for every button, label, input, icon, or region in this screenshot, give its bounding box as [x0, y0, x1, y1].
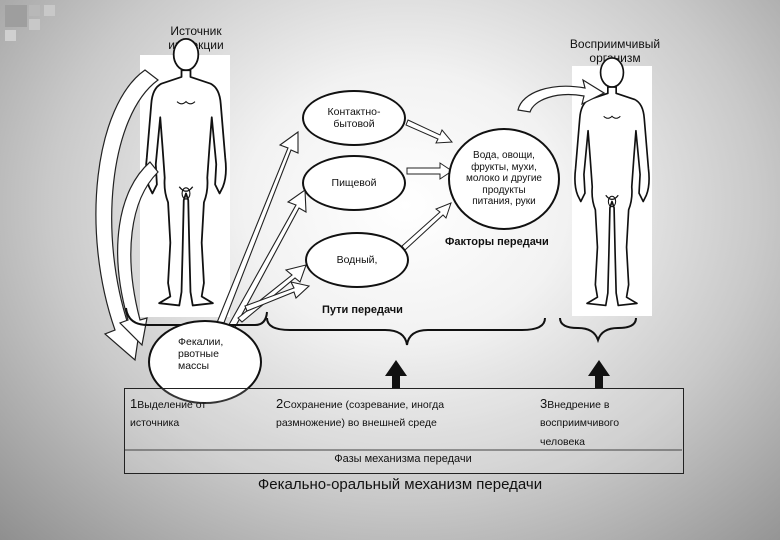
- main-title: Фекально-оральный механизм передачи: [257, 476, 543, 493]
- corner-square-4: [29, 19, 40, 30]
- brace-routes-icon: [266, 317, 546, 346]
- route-water: Водный,: [305, 232, 409, 288]
- route-water-label: Водный,: [336, 253, 378, 266]
- phase-2: 2Сохранение (созревание, иногда размноже…: [276, 395, 516, 432]
- phase-3-text-line1: Внедрение в: [547, 399, 610, 411]
- transmission-routes-label: Пути передачи: [322, 304, 403, 316]
- route-contact-household: Контактно- бытовой: [302, 90, 406, 146]
- route-contact-label: Контактно- бытовой: [327, 105, 381, 130]
- brace-recipient-icon: [559, 317, 637, 344]
- recipient-label: Восприимчивый организм: [569, 37, 661, 64]
- corner-square-3: [44, 5, 55, 16]
- phase-3-text-line2: восприимчивого человека: [540, 417, 620, 448]
- phase-2-text-line2: размножение) во внешней среде: [276, 417, 437, 430]
- phase-1-text-line1: Выделение от: [137, 399, 207, 411]
- corner-square-2: [29, 5, 40, 16]
- phases-box: [124, 388, 684, 474]
- transmission-factors-label: Факторы передачи: [445, 236, 549, 248]
- excretions-text: Фекалии, рвотные массы: [178, 336, 224, 373]
- transmission-factors-oval: Вода, овощи, фрукты, мухи, молоко и друг…: [448, 128, 560, 230]
- phase-1: 1Выделение от источника: [130, 395, 265, 432]
- excretions-oval: Фекалии, рвотные массы: [148, 320, 262, 404]
- curved-arrow-icon: [95, 69, 159, 362]
- phase-3-number: 3: [540, 396, 548, 411]
- phase-1-number: 1: [130, 396, 138, 411]
- phase-1-text-line2: источника: [130, 417, 180, 430]
- phase-2-text-line1: Сохранение (созревание, иногда: [283, 399, 445, 411]
- up-arrows: [213, 130, 311, 334]
- route-food: Пищевой: [302, 155, 406, 211]
- route-arrows: [401, 119, 454, 251]
- phase-2-number: 2: [276, 396, 284, 411]
- route-food-label: Пищевой: [331, 176, 377, 189]
- phases-caption: Фазы механизма передачи: [334, 453, 472, 465]
- corner-square-5: [5, 30, 16, 41]
- curved-arrow-into-recipient-icon: [517, 78, 606, 113]
- corner-square-1: [5, 5, 27, 27]
- phase-3: 3Внедрение в восприимчивого человека: [540, 395, 675, 450]
- transmission-factors-text: Вода, овощи, фрукты, мухи, молоко и друг…: [466, 150, 542, 208]
